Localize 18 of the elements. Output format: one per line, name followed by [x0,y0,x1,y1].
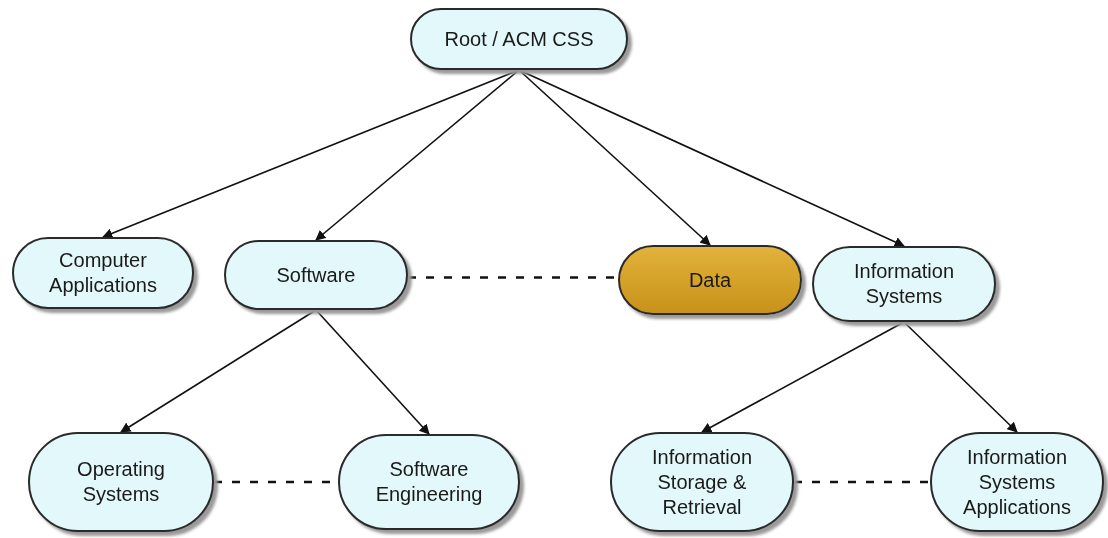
topic-box: Root / ACM CSS [410,8,628,70]
topic-box: Information Systems Applications [930,432,1104,532]
topic-box: Operating Systems [28,432,214,532]
arrow [120,309,317,433]
topic-box: Software [224,240,408,310]
arrow [518,69,711,246]
topic-box: Information Systems [812,246,996,322]
topic-box: Computer Applications [12,237,194,309]
dashed-line [794,480,930,484]
arrow [315,309,430,435]
arrow [903,321,1018,433]
topic-box: Information Storage & Retrieval [610,432,794,532]
arrow [315,69,520,241]
arrow [518,69,905,247]
topic-box: Software Engineering [338,434,520,530]
topic-box: Data [618,245,802,315]
arrow [102,69,520,239]
arrow [701,321,905,433]
